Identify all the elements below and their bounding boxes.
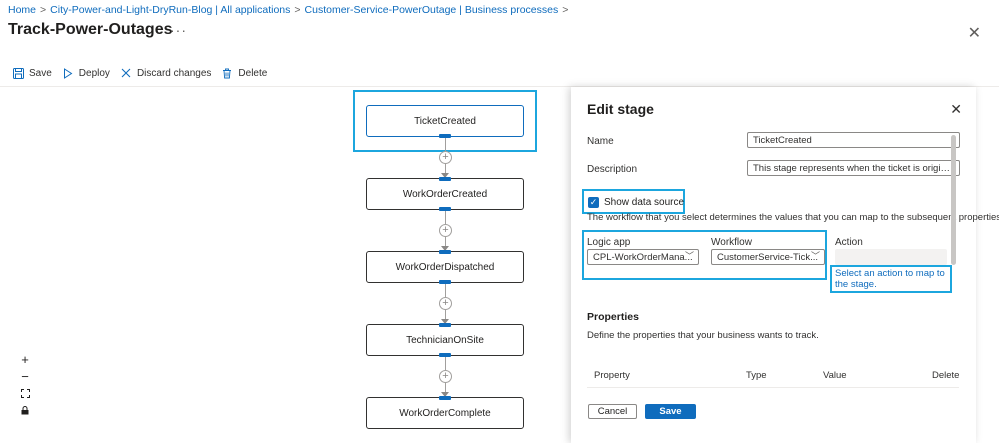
show-data-source-checkbox[interactable]: ✓ bbox=[588, 197, 599, 208]
connection-handle[interactable] bbox=[439, 134, 451, 138]
zoom-in-icon[interactable]: + bbox=[21, 352, 29, 367]
breadcrumb-separator: > bbox=[562, 4, 569, 16]
show-data-source-highlight bbox=[582, 189, 685, 214]
workflow-value: CustomerService-Tick... bbox=[717, 252, 818, 263]
discard-changes-label: Discard changes bbox=[136, 67, 212, 79]
page-title: Track-Power-Outages bbox=[8, 21, 173, 38]
properties-description: Define the properties that your business… bbox=[587, 330, 819, 341]
breadcrumb-separator: > bbox=[294, 4, 301, 16]
stage-node-label: TechnicianOnSite bbox=[406, 334, 484, 346]
logic-app-dropdown[interactable]: CPL-WorkOrderMana... ﹀ bbox=[587, 249, 699, 265]
lock-icon[interactable] bbox=[16, 402, 34, 419]
logic-app-label: Logic app bbox=[587, 237, 631, 248]
deploy-label: Deploy bbox=[78, 67, 110, 79]
add-stage-plus-icon[interactable]: + bbox=[439, 224, 452, 237]
trash-icon bbox=[221, 67, 233, 79]
zoom-controls: + − bbox=[16, 351, 34, 419]
close-panel-icon[interactable]: ✕ bbox=[950, 101, 962, 117]
breadcrumb-applications[interactable]: City-Power-and-Light-DryRun-Blog | All a… bbox=[50, 4, 291, 16]
connection-handle[interactable] bbox=[439, 177, 451, 181]
save-icon bbox=[12, 67, 24, 79]
show-data-source-label: Show data source bbox=[604, 197, 685, 208]
column-header-delete: Delete bbox=[932, 370, 960, 381]
connection-handle[interactable] bbox=[439, 396, 451, 400]
delete-button[interactable]: Delete bbox=[221, 67, 267, 79]
workflow-dropdown[interactable]: CustomerService-Tick... ﹀ bbox=[711, 249, 825, 265]
name-input[interactable]: TicketCreated bbox=[747, 132, 960, 148]
name-label: Name bbox=[587, 136, 614, 147]
connection-handle[interactable] bbox=[439, 207, 451, 211]
connector-arrow-icon bbox=[441, 392, 449, 397]
column-header-property: Property bbox=[594, 370, 630, 381]
edit-stage-panel: Edit stage ✕ Name TicketCreated Descript… bbox=[571, 87, 999, 443]
add-stage-plus-icon[interactable]: + bbox=[439, 151, 452, 164]
connector-arrow-icon bbox=[441, 173, 449, 178]
stage-node-label: WorkOrderCreated bbox=[402, 188, 488, 200]
breadcrumb-business-processes[interactable]: Customer-Service-PowerOutage | Business … bbox=[304, 4, 559, 16]
column-header-type: Type bbox=[746, 370, 767, 381]
action-link-highlight bbox=[830, 265, 952, 293]
stage-node-work-order-dispatched[interactable]: WorkOrderDispatched bbox=[366, 250, 524, 284]
chevron-down-icon: ﹀ bbox=[684, 251, 694, 261]
save-label: Save bbox=[29, 67, 52, 79]
description-label: Description bbox=[587, 164, 638, 175]
connector-arrow-icon bbox=[441, 319, 449, 324]
more-options-icon[interactable]: ··· bbox=[170, 22, 187, 38]
discard-icon bbox=[120, 67, 132, 79]
breadcrumb: Home>City-Power-and-Light-DryRun-Blog | … bbox=[8, 4, 572, 16]
delete-label: Delete bbox=[238, 67, 268, 79]
breadcrumb-home[interactable]: Home bbox=[8, 4, 37, 16]
table-header-divider bbox=[587, 387, 959, 388]
connection-handle[interactable] bbox=[439, 323, 451, 327]
description-input[interactable]: This stage represents when the ticket is… bbox=[747, 160, 960, 176]
toolbar: Save Deploy Discard changes Delete bbox=[12, 67, 277, 79]
panel-scrollbar[interactable] bbox=[951, 135, 956, 265]
logic-app-workflow-highlight bbox=[582, 230, 827, 280]
connection-handle[interactable] bbox=[439, 353, 451, 357]
cancel-button[interactable]: Cancel bbox=[588, 404, 637, 419]
stage-node-label: WorkOrderComplete bbox=[399, 407, 491, 419]
toolbar-divider bbox=[0, 86, 999, 87]
properties-title: Properties bbox=[587, 311, 639, 323]
play-icon bbox=[62, 67, 74, 79]
add-stage-plus-icon[interactable]: + bbox=[439, 297, 452, 310]
connection-handle[interactable] bbox=[439, 280, 451, 284]
fit-view-icon[interactable] bbox=[16, 385, 34, 402]
stage-node-technician-on-site[interactable]: TechnicianOnSite bbox=[366, 323, 524, 357]
close-page-icon[interactable]: ✕ bbox=[967, 25, 981, 42]
select-action-link[interactable]: Select an action to map to the stage. bbox=[835, 268, 945, 290]
stage-node-label: WorkOrderDispatched bbox=[395, 261, 495, 273]
connector-arrow-icon bbox=[441, 246, 449, 251]
zoom-out-icon[interactable]: − bbox=[21, 369, 29, 384]
stage-node-ticket-created[interactable]: TicketCreated bbox=[366, 105, 524, 138]
chevron-down-icon: ﹀ bbox=[810, 251, 820, 261]
stage-node-work-order-complete[interactable]: WorkOrderComplete bbox=[366, 396, 524, 429]
stage-node-work-order-created[interactable]: WorkOrderCreated bbox=[366, 177, 524, 211]
workflow-hint: The workflow that you select determines … bbox=[587, 212, 999, 223]
action-field-disabled bbox=[835, 249, 947, 265]
deploy-button[interactable]: Deploy bbox=[62, 67, 110, 79]
logic-app-value: CPL-WorkOrderMana... bbox=[593, 252, 693, 263]
workflow-label: Workflow bbox=[711, 237, 752, 248]
panel-save-button[interactable]: Save bbox=[645, 404, 696, 419]
add-stage-plus-icon[interactable]: + bbox=[439, 370, 452, 383]
save-button[interactable]: Save bbox=[12, 67, 52, 79]
panel-title: Edit stage bbox=[587, 101, 654, 117]
column-header-value: Value bbox=[823, 370, 847, 381]
breadcrumb-separator: > bbox=[40, 4, 47, 16]
discard-changes-button[interactable]: Discard changes bbox=[120, 67, 211, 79]
action-label: Action bbox=[835, 237, 863, 248]
stage-node-label: TicketCreated bbox=[414, 115, 476, 127]
connection-handle[interactable] bbox=[439, 250, 451, 254]
